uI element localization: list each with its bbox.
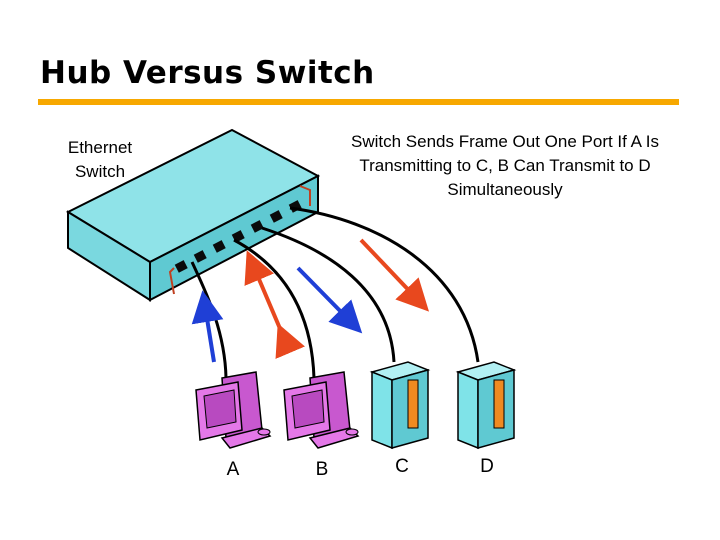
arrow-switch-to-b [296, 266, 363, 334]
node-label-c: C [395, 456, 409, 477]
node-label-d: D [480, 456, 494, 477]
computer-a-icon [195, 371, 272, 449]
computer-b-icon [283, 371, 360, 449]
node-label-b: B [315, 459, 329, 480]
arrow-switch-to-c [359, 238, 430, 312]
arrow-b-bidirectional [244, 250, 305, 359]
server-d-icon [455, 361, 517, 450]
slide-title: Hub Versus Switch [40, 55, 375, 91]
switch-note: Switch Sends Frame Out One Port If A Is … [350, 132, 660, 199]
server-c-icon [369, 361, 431, 450]
arrow-a-up [191, 290, 224, 363]
title-underline [38, 99, 679, 105]
switch-label: Ethernet Switch [67, 138, 133, 181]
node-label-a: A [226, 459, 240, 480]
ethernet-switch-icon [65, 128, 321, 302]
